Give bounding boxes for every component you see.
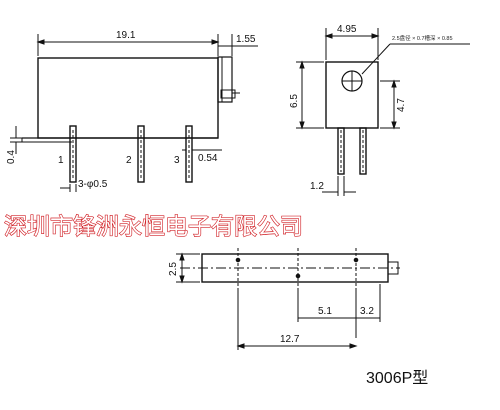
bottom-view (176, 248, 400, 350)
part-title: 3006P型 (366, 369, 428, 387)
dim-2-5-label: 2.5 (168, 262, 179, 276)
pin-3-label: 3 (174, 155, 180, 166)
end-view-body (325, 61, 379, 129)
pin-2 (137, 125, 145, 183)
end-view (296, 28, 470, 196)
dim-width-label: 4.95 (337, 24, 357, 35)
dim-5-1-label: 5.1 (318, 306, 332, 317)
dim-1-2-label: 1.2 (310, 181, 324, 192)
pin-1-label: 1 (58, 155, 64, 166)
pin-3 (185, 125, 193, 183)
side-view (10, 34, 258, 192)
dim-1-55-label: 1.55 (236, 34, 256, 45)
dim-0-54-label: 0.54 (198, 153, 218, 164)
pin-2-label: 2 (126, 155, 132, 166)
adjust-screw-cap (217, 56, 233, 103)
dim-12-7-label: 12.7 (280, 334, 300, 345)
pin-dia-label: 3-φ0.5 (78, 179, 108, 190)
pin-1 (69, 125, 77, 183)
dim-0-4-label: 0.4 (6, 150, 17, 164)
dim-3-2-label: 3.2 (360, 306, 374, 317)
dim-height-label: 6.5 (289, 94, 300, 108)
dim-4-7-label: 4.7 (396, 98, 407, 112)
dim-length-label: 19.1 (116, 30, 136, 41)
company-watermark: 深圳市锋洲永恒电子有限公司 (4, 214, 303, 240)
adjust-note-label: 2.5盘径 × 0.7槽深 × 0.85 (392, 34, 453, 42)
